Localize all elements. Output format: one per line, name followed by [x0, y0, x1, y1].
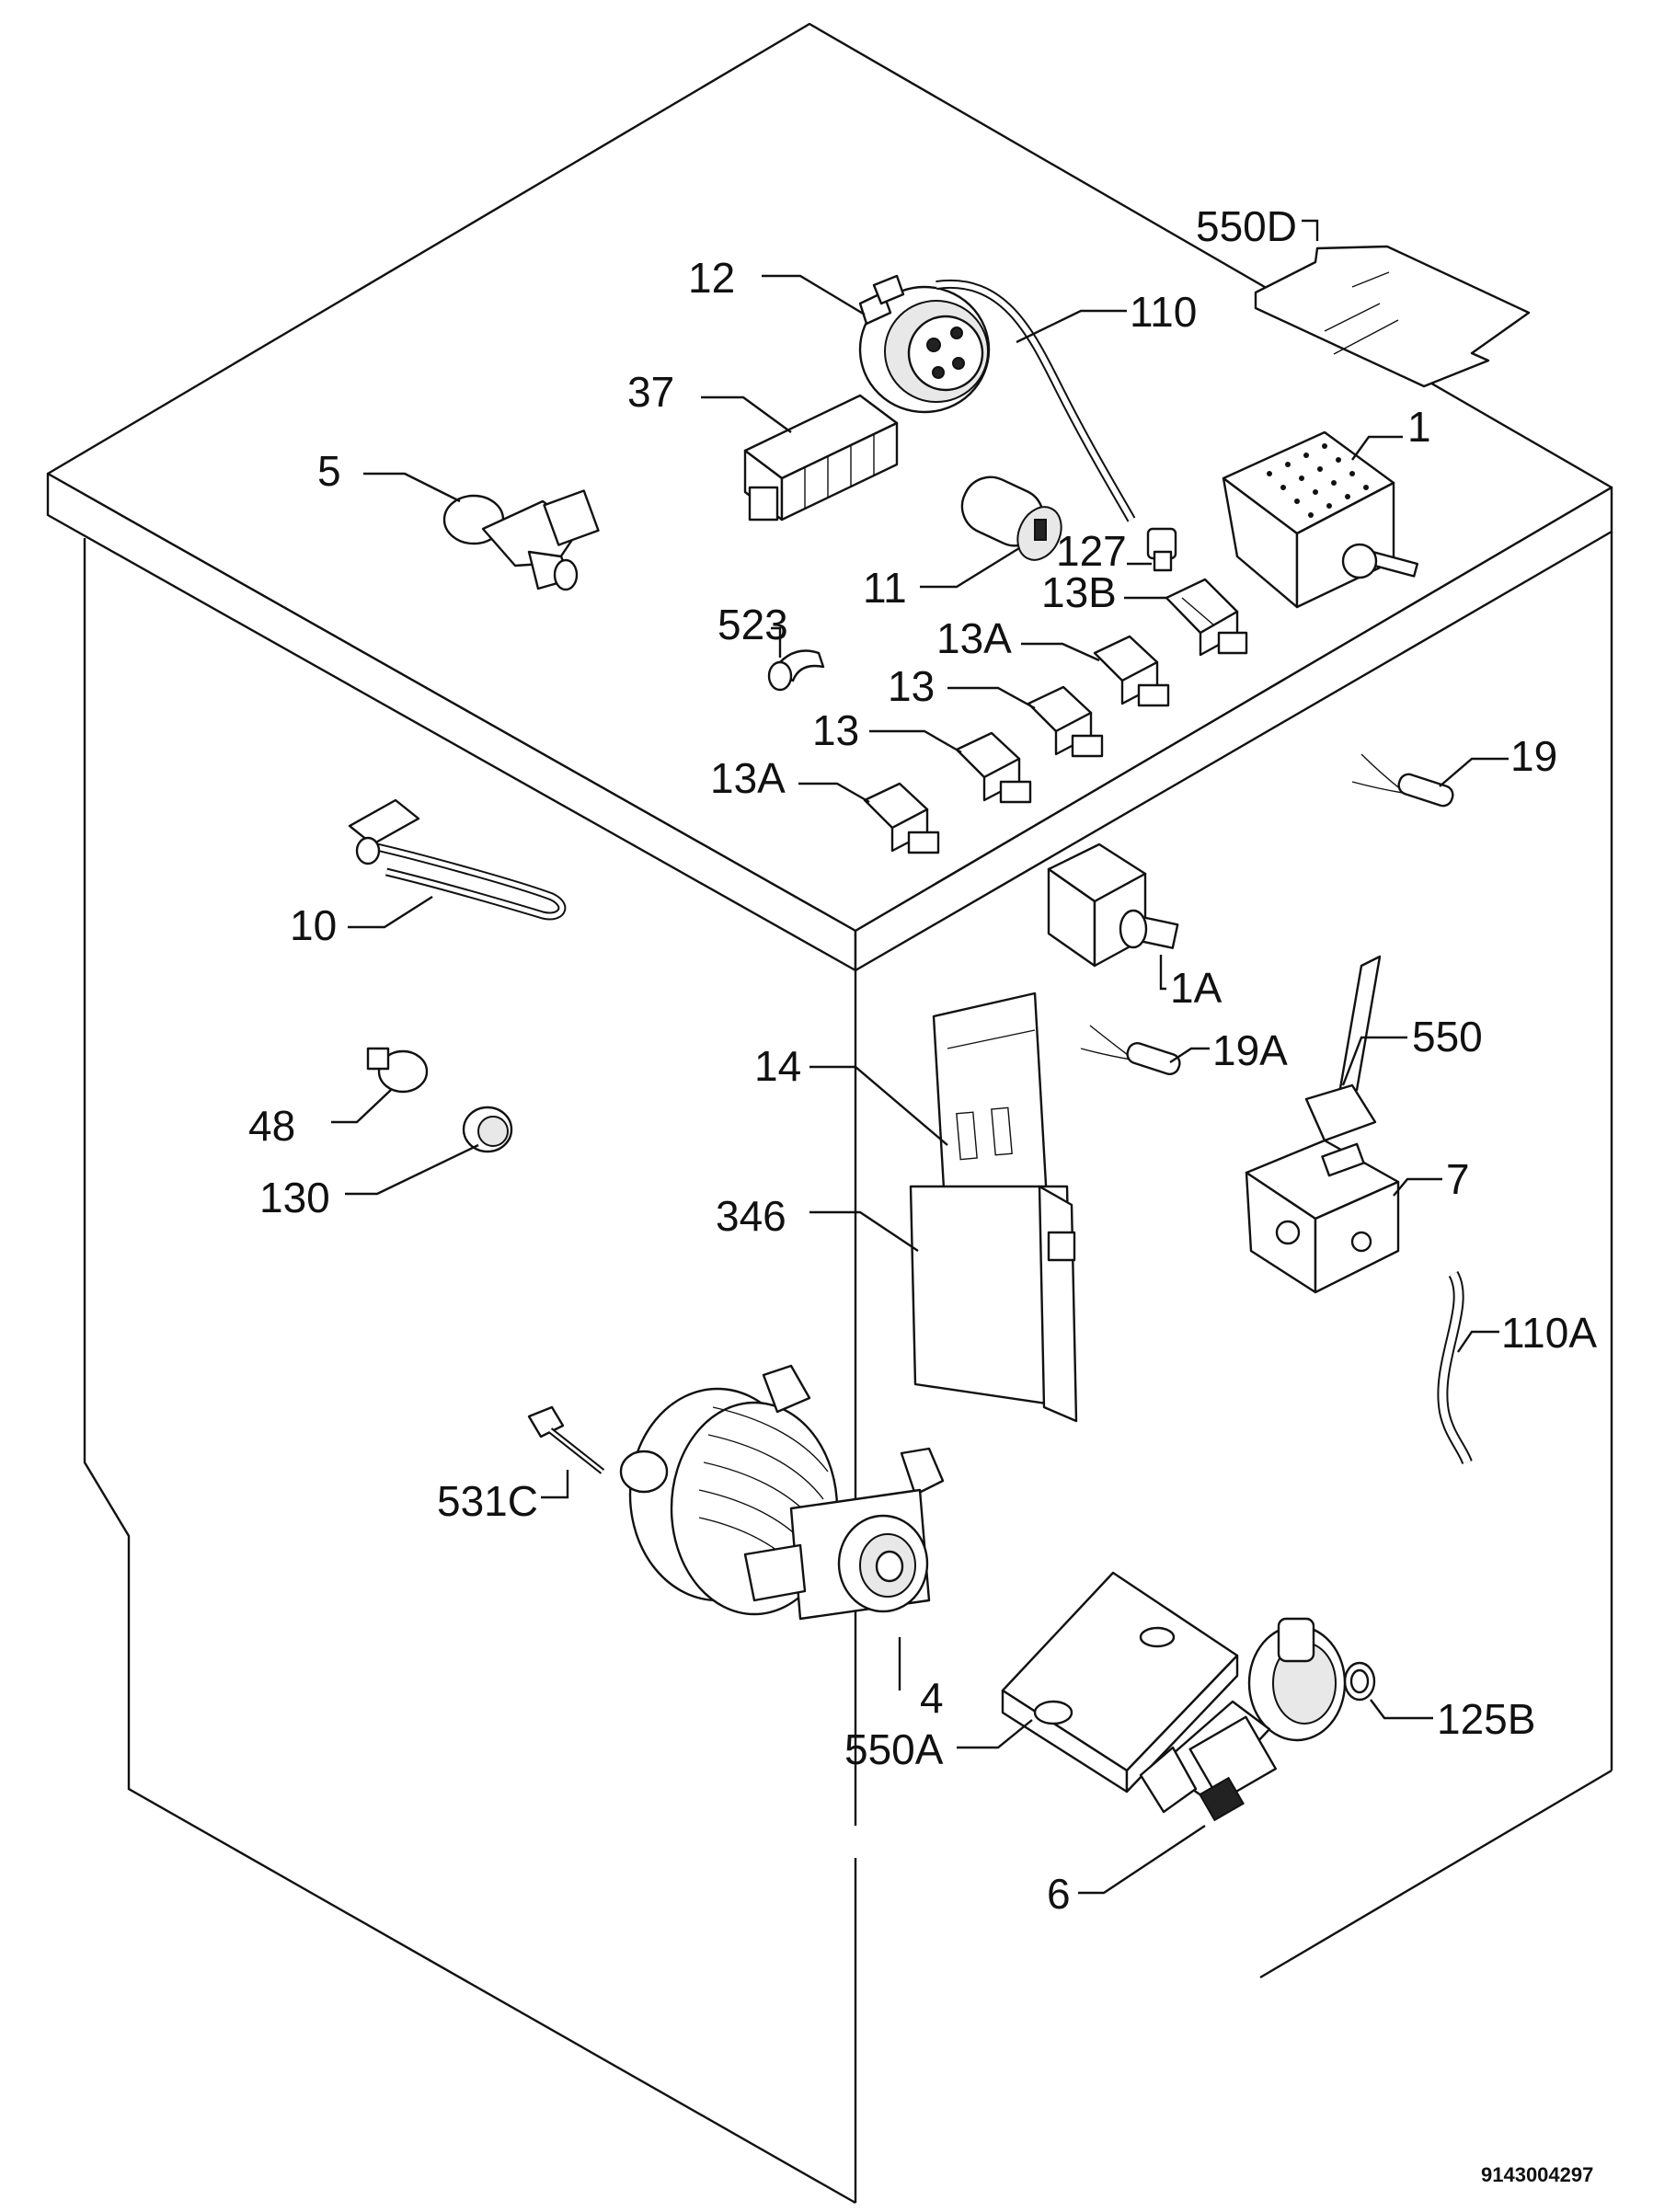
part-127-connector [1146, 527, 1177, 572]
part-7-door-interlock [1245, 1139, 1400, 1294]
part-550D-cover-plate [1254, 245, 1531, 388]
label-7: 7 [1446, 1155, 1470, 1203]
label-13B: 13B [1041, 568, 1117, 616]
label-13-upper: 13 [888, 662, 935, 710]
part-550A-foam-block [1001, 1571, 1239, 1794]
label-550: 550 [1412, 1013, 1483, 1060]
part-37-terminal-block [743, 394, 899, 521]
part-19A-sensor [1080, 1025, 1181, 1076]
label-1: 1 [1407, 403, 1431, 451]
part-125B-seal [1343, 1661, 1376, 1702]
label-130: 130 [259, 1174, 330, 1221]
label-19: 19 [1510, 732, 1557, 780]
part-6-drain-pump [1139, 1617, 1347, 1822]
label-110A: 110A [1501, 1309, 1597, 1357]
label-550A: 550A [844, 1725, 944, 1773]
part-1A-selector-switch [1047, 842, 1179, 968]
label-19A: 19A [1212, 1026, 1288, 1074]
label-11: 11 [863, 564, 907, 612]
label-37: 37 [627, 368, 674, 416]
label-125B: 125B [1437, 1695, 1535, 1743]
label-5: 5 [317, 447, 341, 495]
part-5-inlet-valve [442, 489, 600, 591]
label-13-lower: 13 [812, 706, 859, 754]
label-14: 14 [754, 1042, 801, 1090]
part-130-nut [462, 1106, 513, 1153]
label-1A: 1A [1170, 964, 1223, 1012]
label-550D: 550D [1196, 202, 1297, 250]
part-10-heating-element [348, 798, 567, 921]
label-4: 4 [920, 1674, 944, 1722]
diagram-code: 9143004297 [1481, 2163, 1593, 2186]
part-13-connector-upper [1027, 685, 1104, 758]
part-11-capacitor [960, 476, 1062, 561]
part-labels: 550D 12 110 37 1 5 127 11 13B 523 13A 13… [248, 202, 1597, 1918]
part-12-pressure-switch [858, 274, 991, 414]
label-10: 10 [290, 901, 337, 949]
part-13-connector-lower [955, 731, 1032, 804]
label-6: 6 [1047, 1870, 1071, 1918]
label-48: 48 [248, 1102, 295, 1150]
part-19-sensor [1351, 753, 1454, 808]
label-12: 12 [688, 254, 735, 302]
part-4-motor [619, 1364, 945, 1621]
leader-lines [331, 219, 1509, 1895]
label-523: 523 [717, 601, 788, 648]
label-127: 127 [1056, 527, 1127, 575]
part-550-actuator-arm [1304, 955, 1382, 1142]
part-523-clip [767, 649, 825, 692]
label-13A-lower: 13A [710, 754, 786, 802]
part-1-programmer-timer [1222, 430, 1418, 609]
label-531C: 531C [437, 1477, 538, 1525]
part-48-thermostat [366, 1047, 429, 1094]
part-346-card-holder [909, 1185, 1078, 1423]
part-13A-connector-lower [863, 782, 940, 854]
label-346: 346 [716, 1192, 786, 1240]
part-531C-screw [527, 1405, 605, 1474]
label-13A-upper: 13A [936, 614, 1012, 662]
label-110: 110 [1130, 288, 1197, 336]
part-13B-connector [1165, 578, 1248, 657]
part-13A-connector-upper [1093, 635, 1170, 707]
